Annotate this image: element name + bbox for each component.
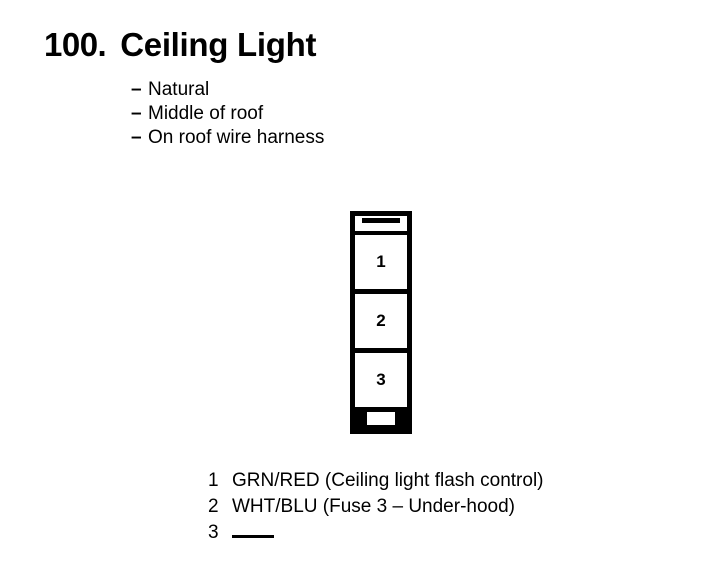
spec-item: – Middle of roof [131,102,551,126]
spec-list: – Natural – Middle of roof – On roof wir… [131,78,551,150]
dash-bullet-icon: – [131,79,142,100]
pin-legend-row: 3 [208,520,544,546]
pin-unused-dash-icon [232,535,274,538]
connector-pin-cell-2: 2 [350,294,412,353]
spec-item-label: Middle of roof [148,103,264,124]
pin-legend-row: 1 GRN/RED (Ceiling light flash control) [208,468,544,494]
connector-base-notch [367,412,395,425]
page-title-number: 100. [44,26,107,63]
spec-item: – Natural [131,78,551,102]
connector-locking-tab [350,211,412,235]
spec-item-label: On roof wire harness [148,127,325,148]
connector-pin-cell-3: 3 [350,353,412,412]
connector-pin-number: 2 [376,311,386,330]
pin-legend-row: 2 WHT/BLU (Fuse 3 – Under-hood) [208,494,544,520]
connector-pin-number: 1 [376,252,386,271]
pin-legend-number: 3 [208,522,219,543]
pin-legend-description: GRN/RED (Ceiling light flash control) [232,470,544,491]
pin-legend-number: 1 [208,470,219,491]
page-title-name: Ceiling Light [120,26,317,63]
spec-item: – On roof wire harness [131,126,551,150]
connector-base [350,412,412,434]
spec-item-label: Natural [148,79,210,100]
pin-legend-number: 2 [208,496,219,517]
connector-diagram: 1 2 3 [350,211,412,434]
pin-legend-description: WHT/BLU (Fuse 3 – Under-hood) [232,496,515,517]
dash-bullet-icon: – [131,103,142,124]
pin-legend: 1 GRN/RED (Ceiling light flash control) … [208,468,544,546]
connector-tab-slot [362,218,400,223]
connector-pin-cell-1: 1 [350,235,412,294]
dash-bullet-icon: – [131,127,142,148]
connector-pin-number: 3 [376,370,386,389]
page-title: 100. Ceiling Light [44,26,316,64]
